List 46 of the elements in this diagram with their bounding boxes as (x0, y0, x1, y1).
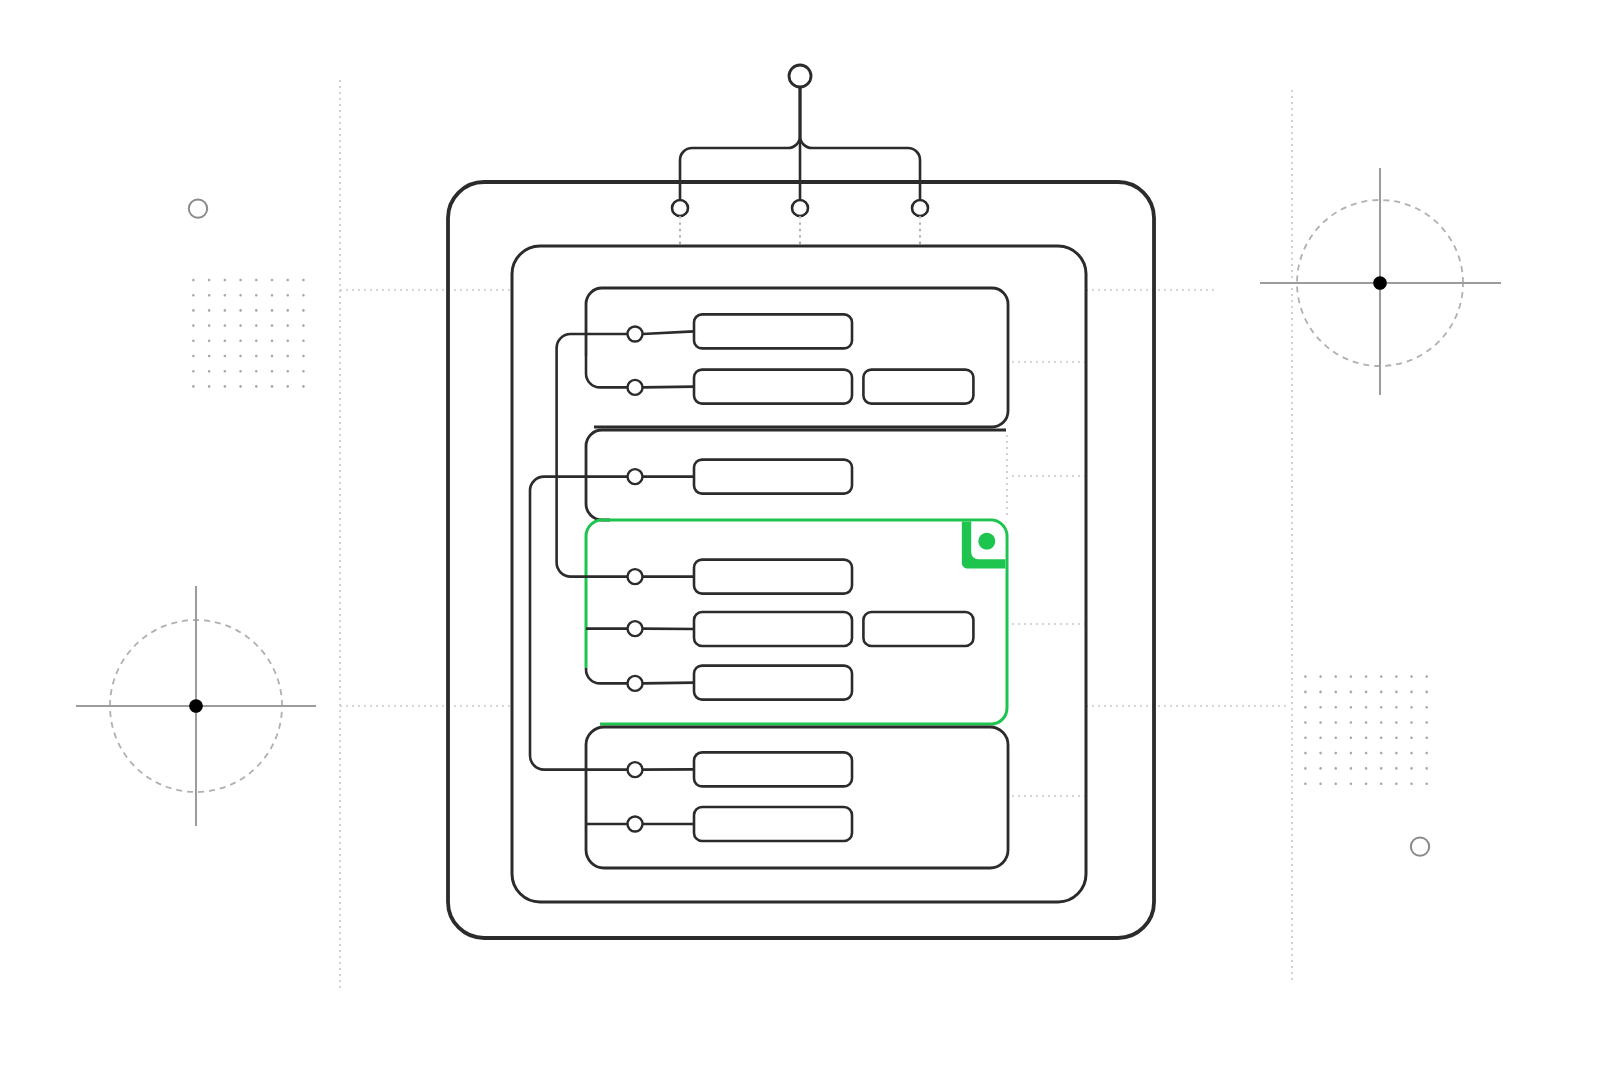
connector-line (642, 768, 694, 771)
connector-circle (626, 619, 644, 638)
rounded-bar (862, 368, 975, 405)
connector-circle (626, 467, 644, 486)
group-box (584, 725, 1010, 870)
group-box (584, 428, 1008, 522)
inner-frame (510, 244, 1088, 904)
group-box (584, 286, 1010, 429)
connector-line (798, 87, 922, 200)
connector-line (642, 475, 694, 478)
connector-circle (626, 674, 644, 693)
rounded-bar (692, 751, 854, 788)
connector-circle (626, 567, 644, 586)
rounded-bar (692, 664, 854, 701)
connector-circle (626, 815, 644, 833)
rounded-bar (692, 805, 854, 843)
outer-frame (446, 180, 1156, 940)
connector-line (555, 332, 628, 578)
connector-line (642, 822, 694, 826)
highlighted-group-box (584, 518, 1009, 726)
rounded-bar (692, 558, 854, 595)
connector-circle (626, 325, 644, 343)
connector-line (584, 356, 628, 389)
rounded-bar (692, 458, 854, 495)
connector-circle (790, 198, 810, 218)
connector-line (528, 475, 628, 771)
rounded-bar (692, 368, 854, 405)
connector-circle (787, 63, 813, 89)
connector-line (642, 575, 694, 578)
rounded-bar (862, 610, 975, 648)
dotted-line (679, 215, 681, 247)
connector-line (586, 822, 628, 826)
connector-circle (910, 198, 930, 218)
rounded-bar (692, 313, 854, 350)
connector-line (586, 627, 628, 630)
connector-line (642, 385, 695, 389)
connector-circle (626, 760, 644, 779)
connector-circle (626, 378, 644, 397)
rounded-bar (692, 610, 854, 648)
dotted-line (919, 215, 921, 247)
dotted-line (799, 215, 801, 247)
connector-circle (670, 198, 690, 218)
connector-line (642, 627, 694, 631)
connector-line (642, 330, 695, 336)
connector-line (642, 681, 695, 685)
connector-line (584, 667, 628, 685)
